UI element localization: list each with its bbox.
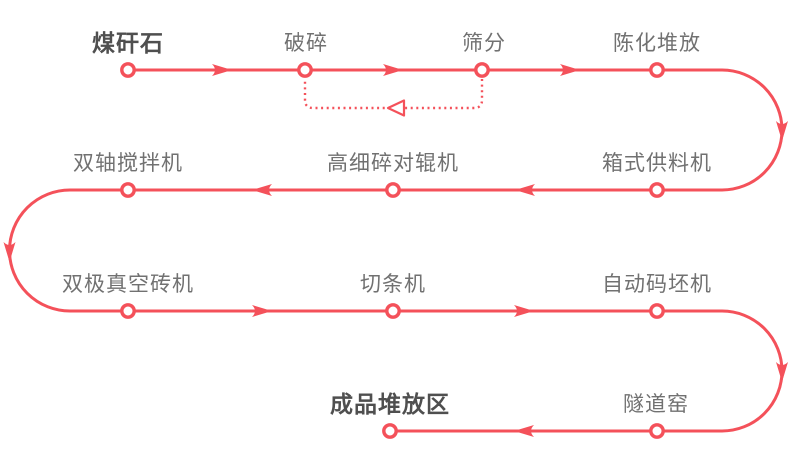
flow-arrow-icon <box>514 305 534 317</box>
node-label-raw-coal-gangue: 煤矸石 <box>92 30 164 56</box>
flow-arrow-icon <box>514 425 534 437</box>
node-dot <box>649 303 665 319</box>
node-dot <box>474 62 490 78</box>
node-label-auto-stacker: 自动码坯机 <box>602 273 712 296</box>
flow-arrow-icon <box>515 184 535 196</box>
node-dot <box>385 182 401 198</box>
flow-arrow-icon <box>776 121 788 141</box>
node-dot <box>649 423 665 439</box>
node-label-tunnel-kiln: 隧道窑 <box>623 393 689 416</box>
node-dot <box>649 182 665 198</box>
node-dot <box>649 62 665 78</box>
node-dot <box>382 423 398 439</box>
recycle-arrow-icon <box>386 99 406 117</box>
flow-path <box>8 68 784 433</box>
flow-arrow-icon <box>776 362 788 382</box>
node-dot <box>120 62 136 78</box>
node-label-aging-stockpile: 陈化堆放 <box>613 32 701 55</box>
node-label-crushing: 破碎 <box>284 32 328 55</box>
flow-arrow-icon <box>383 64 403 76</box>
flow-arrow-icon <box>252 305 272 317</box>
flow-arrow-icon <box>560 64 580 76</box>
node-label-fine-roller-crusher: 高细碎对辊机 <box>327 152 459 175</box>
node-label-vacuum-brick-machine: 双极真空砖机 <box>62 273 194 296</box>
recycle-loop-path <box>303 79 484 110</box>
flow-arrow-icon <box>252 184 272 196</box>
node-dot <box>120 303 136 319</box>
flow-arrow-icon <box>3 242 16 262</box>
node-label-box-feeder: 箱式供料机 <box>602 152 712 175</box>
node-dot <box>385 303 401 319</box>
node-dot <box>120 182 136 198</box>
node-label-double-shaft-mixer: 双轴搅拌机 <box>73 152 183 175</box>
node-label-screening: 筛分 <box>462 32 506 55</box>
node-dot <box>297 62 313 78</box>
node-label-strip-cutter: 切条机 <box>360 273 426 296</box>
flow-arrow-icon <box>212 64 232 76</box>
node-label-finished-stock-area: 成品堆放区 <box>330 391 450 417</box>
